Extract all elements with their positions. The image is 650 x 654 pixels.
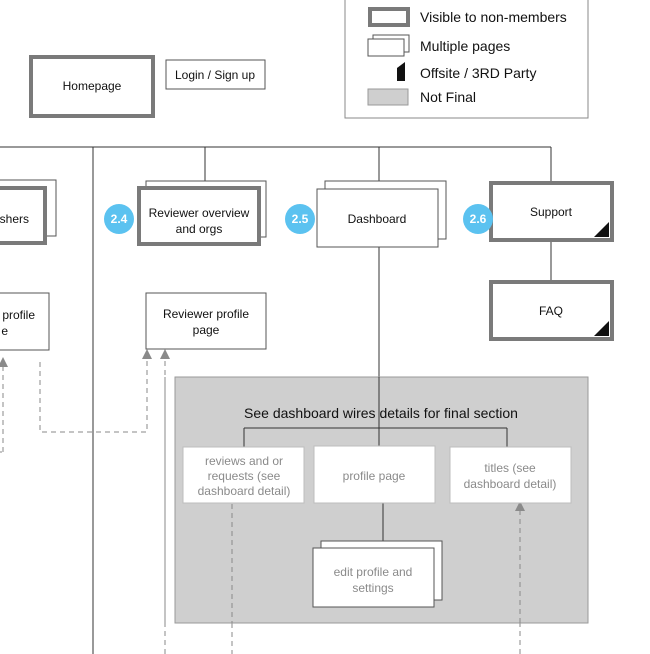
dashboard-label: Dashboard bbox=[348, 212, 407, 226]
publisher-profile-node[interactable]: profile e bbox=[0, 292, 50, 351]
dashboard-detail-section: See dashboard wires details for final se… bbox=[164, 376, 589, 624]
login-signup-node[interactable]: Login / Sign up bbox=[165, 59, 266, 90]
legend-multiple-label: Multiple pages bbox=[420, 38, 510, 54]
publisher-profile-label-2: e bbox=[1, 324, 8, 338]
faq-label: FAQ bbox=[539, 304, 563, 318]
offsite-corner-icon bbox=[594, 222, 609, 237]
legend-multi-front bbox=[367, 38, 405, 57]
profile-page-label: profile page bbox=[343, 469, 406, 483]
offsite-corner-icon bbox=[397, 62, 405, 81]
badge-2-5-label: 2.5 bbox=[292, 212, 309, 226]
reviewer-overview-label-2: and orgs bbox=[176, 222, 223, 236]
badge-2-4-label: 2.4 bbox=[111, 212, 128, 226]
badge-2-6: 2.6 bbox=[463, 204, 493, 234]
profile-page-node[interactable]: profile page bbox=[313, 445, 436, 504]
support-label: Support bbox=[530, 205, 573, 219]
offsite-corner-icon bbox=[594, 321, 609, 336]
support-node[interactable]: Support bbox=[489, 181, 614, 242]
publishers-label: shers bbox=[0, 212, 29, 226]
reviewer-profile-node[interactable]: Reviewer profile page bbox=[145, 292, 267, 350]
edit-profile-node[interactable]: edit profile and settings bbox=[312, 540, 443, 608]
reviewer-overview-node[interactable]: Reviewer overview and orgs bbox=[137, 180, 267, 246]
reviews-requests-node[interactable]: reviews and or requests (see dashboard d… bbox=[182, 446, 305, 504]
publisher-profile-label-1: profile bbox=[2, 308, 35, 322]
reviews-label-3: dashboard detail) bbox=[198, 484, 291, 498]
badge-2-5: 2.5 bbox=[285, 204, 315, 234]
reviews-label-1: reviews and or bbox=[205, 454, 283, 468]
legend-visible-label: Visible to non-members bbox=[420, 9, 567, 25]
dashboard-node[interactable]: Dashboard bbox=[316, 180, 447, 248]
legend-not-final-swatch bbox=[367, 88, 409, 106]
login-signup-label: Login / Sign up bbox=[175, 68, 255, 82]
legend: Visible to non-members Multiple pages Of… bbox=[344, 0, 589, 119]
edit-profile-label-1: edit profile and bbox=[334, 565, 413, 579]
edit-profile-label-2: settings bbox=[352, 581, 393, 595]
titles-label-2: dashboard detail) bbox=[464, 477, 557, 491]
titles-node[interactable]: titles (see dashboard detail) bbox=[449, 446, 572, 504]
faq-node[interactable]: FAQ bbox=[489, 280, 614, 341]
homepage-node[interactable]: Homepage bbox=[29, 55, 155, 118]
legend-not-final-label: Not Final bbox=[420, 89, 476, 105]
reviewer-profile-label-1: Reviewer profile bbox=[163, 307, 249, 321]
homepage-label: Homepage bbox=[63, 79, 122, 93]
badge-2-6-label: 2.6 bbox=[470, 212, 487, 226]
reviewer-profile-label-2: page bbox=[193, 323, 220, 337]
publishers-node[interactable]: shers bbox=[0, 179, 57, 245]
legend-thick-border-swatch bbox=[368, 7, 410, 27]
badge-2-4: 2.4 bbox=[104, 204, 134, 234]
reviewer-overview-label-1: Reviewer overview bbox=[149, 206, 250, 220]
dashboard-section-title: See dashboard wires details for final se… bbox=[244, 405, 518, 421]
titles-label-1: titles (see bbox=[484, 461, 536, 475]
reviews-label-2: requests (see bbox=[208, 469, 281, 483]
legend-offsite-label: Offsite / 3RD Party bbox=[420, 65, 536, 81]
